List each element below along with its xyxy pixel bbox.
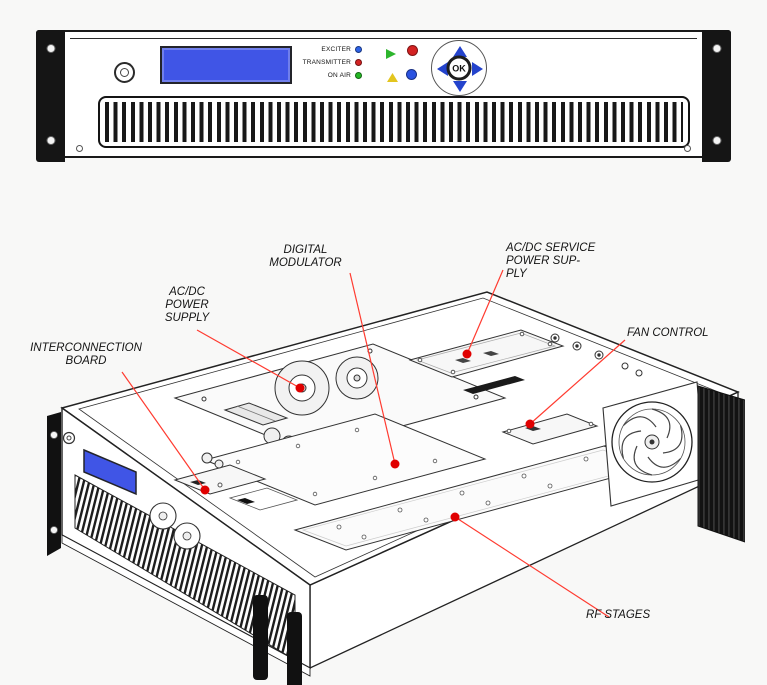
nav-down-icon — [453, 81, 467, 92]
callout-line-acdc-service — [466, 269, 504, 355]
front-bottom-lip — [61, 534, 311, 677]
chip — [483, 351, 499, 356]
front-rack-ear — [47, 412, 61, 556]
front-lcd-display — [83, 448, 137, 496]
rear-panel-connectors — [550, 333, 643, 377]
led-on-air-label: ON AIR — [327, 72, 351, 79]
led-on-air: ON AIR — [276, 69, 362, 82]
screw-icon — [46, 44, 55, 53]
chassis-front-face — [61, 406, 311, 677]
callout-marker-acdc-service — [462, 349, 472, 359]
rack-ear-right — [702, 30, 731, 162]
callout-markers — [200, 349, 535, 522]
green-arrow-button — [386, 49, 396, 59]
capacitor — [201, 452, 213, 464]
headphone-knob — [114, 62, 135, 83]
nav-left-icon — [437, 62, 448, 76]
heatsink-fins — [697, 385, 745, 543]
nav-right-icon — [472, 62, 483, 76]
callout-line-rf-stages — [454, 516, 610, 618]
callout-marker-rf-stages — [450, 512, 460, 522]
led-exciter-dot — [355, 46, 362, 53]
screw-icon — [46, 136, 55, 145]
plate-screws — [235, 427, 438, 497]
ventilation-grille — [98, 96, 690, 148]
nav-up-icon — [453, 46, 467, 57]
led-transmitter-dot — [355, 59, 362, 66]
callout-line-digital-modulator — [349, 272, 396, 465]
panel-top-seam — [70, 38, 697, 39]
yellow-triangle-button — [387, 73, 398, 82]
grille-slots — [105, 102, 683, 142]
callout-line-acdc-power — [196, 329, 301, 389]
interior-diagram — [47, 269, 745, 685]
callout-marker-interconnection — [200, 485, 210, 495]
led-transmitter-label: TRANSMITTER — [302, 59, 351, 66]
front-handles — [253, 595, 302, 685]
front-knob — [62, 431, 76, 445]
screw-icon — [684, 145, 691, 152]
chip — [190, 480, 206, 485]
plate-screws — [336, 456, 614, 540]
acdc-power-supply-assembly — [173, 343, 507, 453]
led-exciter-label: EXCITER — [321, 46, 351, 53]
front-panel-view: EXCITER TRANSMITTER ON AIR OK — [36, 30, 731, 162]
callout-acdc-power-supply: AC/DC POWER SUPPLY — [164, 286, 210, 324]
callout-fan-control: FAN CONTROL — [627, 327, 709, 339]
lcd-display — [160, 46, 292, 84]
interconnection-board-assembly — [173, 452, 299, 511]
connector-strip — [463, 376, 525, 394]
blue-button — [406, 69, 417, 80]
callout-acdc-service-power-supply: AC/DC SERVICE POWER SUP- PLY — [506, 242, 596, 280]
connector — [237, 498, 255, 504]
red-button — [407, 45, 418, 56]
led-indicators: EXCITER TRANSMITTER ON AIR — [276, 43, 362, 82]
callout-line-fan-control — [529, 339, 626, 425]
callout-marker-acdc-power — [295, 383, 305, 393]
led-on-air-dot — [355, 72, 362, 79]
screw-icon — [76, 145, 83, 152]
chip — [455, 358, 471, 363]
rack-ear-left — [36, 30, 65, 162]
callout-lines — [121, 269, 626, 618]
callout-rf-stages: RF STAGES — [586, 609, 651, 621]
led-transmitter: TRANSMITTER — [276, 56, 362, 69]
screw-icon — [712, 136, 721, 145]
callout-line-interconnection — [121, 371, 206, 491]
callout-interconnection-board: INTERCONNECTION BOARD — [30, 342, 142, 367]
ok-button: OK — [446, 55, 472, 81]
cooling-fan-assembly — [602, 381, 706, 507]
callout-marker-fan-control — [525, 419, 535, 429]
callout-marker-digital-modulator — [390, 459, 400, 469]
screw-icon — [712, 44, 721, 53]
led-exciter: EXCITER — [276, 43, 362, 56]
acdc-service-power-supply-board — [408, 329, 565, 394]
digital-modulator-plate — [203, 413, 487, 506]
callout-digital-modulator: DIGITAL MODULATOR — [269, 244, 342, 269]
navigation-pad: OK — [431, 40, 487, 96]
capacitor — [214, 459, 224, 469]
